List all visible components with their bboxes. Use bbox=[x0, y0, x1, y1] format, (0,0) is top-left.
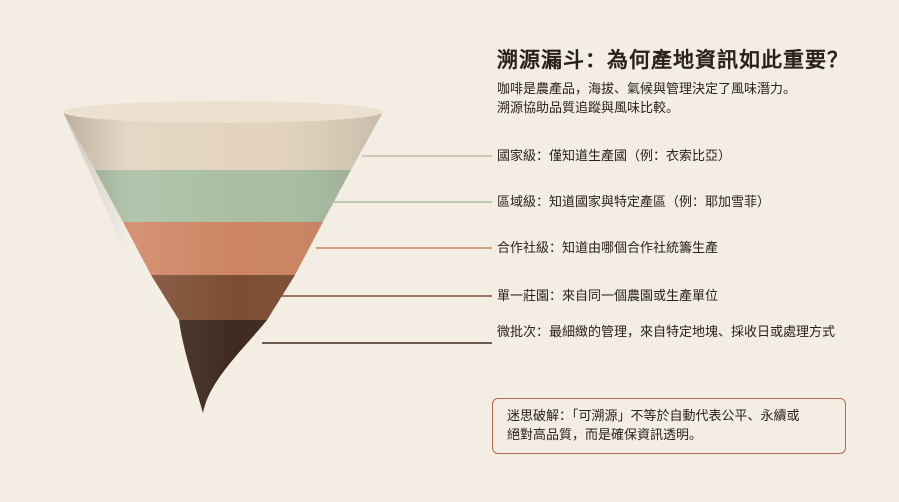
level-label-country: 國家級：僅知道生產國（例：衣索比亞） bbox=[497, 149, 732, 164]
level-label-single-estate: 單一莊園：來自同一個農園或生產單位 bbox=[497, 289, 719, 304]
myth-box: 迷思破解：「可溯源」不等於自動代表公平、永續或 絕對高品質，而是確保資訊透明。 bbox=[492, 398, 846, 454]
myth-line: 迷思破解：「可溯源」不等於自動代表公平、永續或 bbox=[507, 409, 800, 424]
intro-line: 咖啡是農產品，海拔、氣候與管理決定了風味潛力。 bbox=[497, 82, 797, 97]
intro-line: 溯源協助品質追蹤與風味比較。 bbox=[497, 101, 680, 116]
myth-line: 絕對高品質，而是確保資訊透明。 bbox=[507, 428, 703, 443]
funnel-top-rim bbox=[63, 101, 383, 123]
intro-text: 咖啡是農產品，海拔、氣候與管理決定了風味潛力。 溯源協助品質追蹤與風味比較。 bbox=[497, 80, 877, 118]
funnel-shading bbox=[63, 112, 383, 413]
level-label-micro-lot: 微批次：最細緻的管理，來自特定地塊、採收日或處理方式 bbox=[497, 325, 836, 340]
level-label-region: 區域級：知道國家與特定產區（例：耶加雪菲） bbox=[497, 195, 771, 210]
page-title: 溯源漏斗：為何產地資訊如此重要？ bbox=[497, 48, 849, 72]
level-label-cooperative: 合作社級：知道由哪個合作社統籌生產 bbox=[497, 241, 719, 256]
